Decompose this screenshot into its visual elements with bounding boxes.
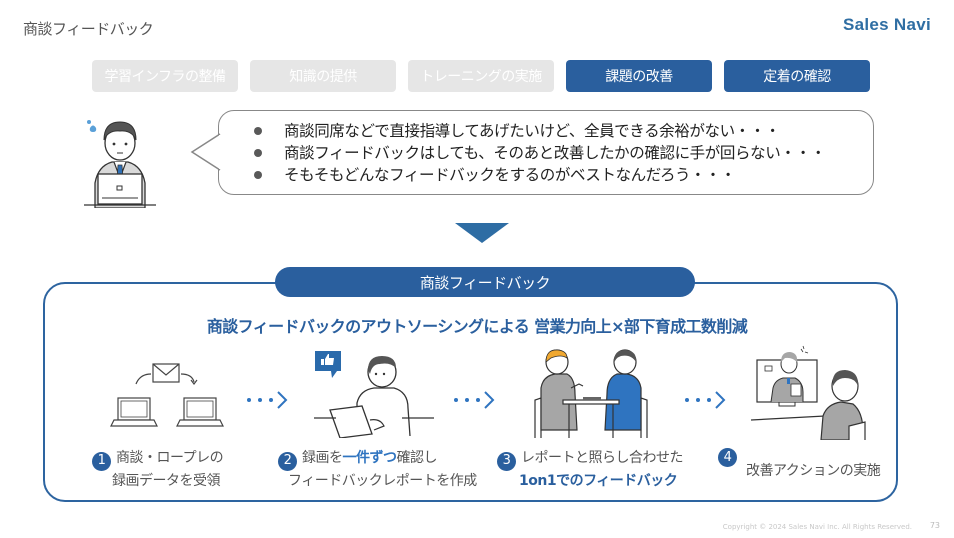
reviewer-illustration [314, 351, 434, 438]
step-number-badge: 2 [278, 451, 297, 471]
step-number-badge: 3 [497, 451, 516, 471]
like-badge-icon [315, 351, 341, 378]
step-4-caption: 4改善アクションの実施 [718, 448, 881, 479]
highlight-text: 一件ずつ [342, 450, 398, 466]
bullet-icon [254, 127, 262, 135]
tab-retention[interactable]: 定着の確認 [724, 60, 870, 92]
tab-learning-infra[interactable]: 学習インフラの整備 [92, 60, 238, 92]
tab-training[interactable]: トレーニングの実施 [408, 60, 554, 92]
solution-headline: 商談フィードバックのアウトソーシングによる 営業力向上×部下育成工数削減 [206, 317, 748, 336]
bullet-icon [254, 171, 262, 179]
concern-item: 商談フィードバックはしても、そのあと改善したかの確認に手が回らない・・・ [248, 142, 826, 164]
envelope-icon [152, 363, 180, 383]
concern-item: そもそもどんなフィードバックをするのがベストなんだろう・・・ [248, 164, 826, 186]
step-number-badge: 4 [718, 448, 737, 467]
video-call-illustration [750, 345, 866, 440]
concern-item: 商談同席などで直接指導してあげたいけど、全員できる余裕がない・・・ [248, 120, 826, 142]
concern-list: 商談同席などで直接指導してあげたいけど、全員できる余裕がない・・・ 商談フィード… [248, 120, 826, 186]
page-number: 73 [929, 521, 940, 530]
down-arrow-icon [455, 223, 509, 243]
copyright-notice: Copyright © 2024 Sales Navi Inc. All Rig… [722, 523, 912, 531]
solution-title-pill: 商談フィードバック [275, 267, 695, 297]
flow-arrow-icon [247, 391, 288, 409]
sweat-drop-icon [89, 125, 97, 132]
laptop-icon [110, 397, 158, 427]
step-number-badge: 1 [92, 451, 111, 471]
tab-improvement[interactable]: 課題の改善 [566, 60, 712, 92]
laptop-icon [176, 397, 224, 427]
step-tabs: 学習インフラの整備 知識の提供 トレーニングの実施 課題の改善 定着の確認 [92, 60, 870, 92]
sales-navi-logo: Sales Navi [842, 15, 931, 34]
speech-bubble-tail [190, 133, 222, 171]
flow-arrow-icon [685, 391, 726, 409]
data-transfer-illustration [110, 363, 224, 427]
one-on-one-illustration [534, 349, 648, 438]
worried-person-illustration [84, 120, 156, 208]
tab-knowledge[interactable]: 知識の提供 [250, 60, 396, 92]
bullet-icon [254, 149, 262, 157]
flow-arrow-icon [454, 391, 495, 409]
highlight-text: 1on1でのフィードバック [519, 472, 678, 489]
concern-speech-bubble [218, 110, 874, 195]
page-title: 商談フィードバック [23, 20, 154, 38]
